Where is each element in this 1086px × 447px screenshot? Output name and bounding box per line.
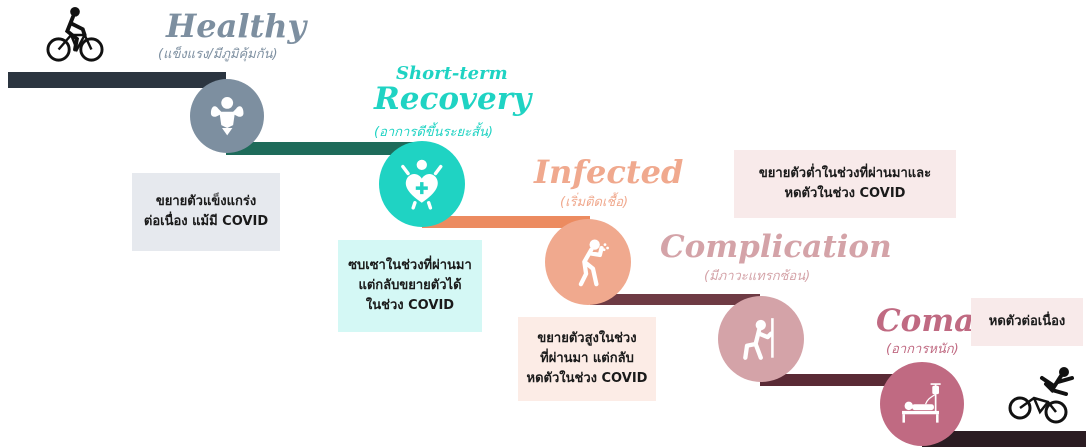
stage-title-complication: Complication <box>660 229 892 265</box>
stage-circle-coma <box>880 362 964 446</box>
stage-subtitle-recovery: (อาการดีขึ้นระยะสั้น) <box>374 125 494 140</box>
kneeling-person-icon <box>743 318 774 361</box>
strongman-icon <box>210 96 244 136</box>
hospital-bed-icon <box>901 382 941 423</box>
stage-circle-healthy <box>190 79 264 153</box>
stage-subtitle-coma: (อาการหนัก) <box>886 342 959 357</box>
stair-bar-complication <box>760 374 922 386</box>
falling-cyclist-icon <box>1006 364 1080 428</box>
stage-subtitle-healthy: (แข็งแรง/มีภูมิคุ้มกัน) <box>158 47 278 62</box>
stage-title-small-recovery: Short-term <box>396 63 508 84</box>
stage-note-healthy-text: ขยายตัวแข็งแกร่ง ต่อเนื่อง แม้มี COVID <box>143 193 269 229</box>
health-heart-icon <box>401 159 443 210</box>
stage-title-recovery: Recovery <box>374 81 532 117</box>
cyclist-icon <box>46 6 104 64</box>
stage-note-coma-text: หดตัวต่อเนื่อง <box>988 313 1066 329</box>
stage-note-complication: ขยายตัวต่ำในช่วงที่ผ่านมาและ หดตัวในช่วง… <box>734 150 956 218</box>
stage-circle-complication <box>718 296 804 382</box>
stair-bar-end <box>922 431 1086 447</box>
stage-circle-infected <box>545 219 631 305</box>
stage-note-complication-text: ขยายตัวต่ำในช่วงที่ผ่านมาและ หดตัวในช่วง… <box>758 165 932 201</box>
stage-circle-recovery <box>379 141 465 227</box>
stage-title-healthy: Healthy <box>166 7 307 45</box>
stage-subtitle-complication: (มีภาวะแทรกซ้อน) <box>704 269 811 284</box>
stair-bar-infected <box>590 294 760 305</box>
stage-note-healthy: ขยายตัวแข็งแกร่ง ต่อเนื่อง แม้มี COVID <box>132 173 280 251</box>
stair-bar-top <box>8 72 226 88</box>
stage-note-recovery: ซบเซาในช่วงที่ผ่านมา แต่กลับขยายตัวได้ ใ… <box>338 240 482 332</box>
stair-bar-healthy <box>226 142 422 155</box>
stage-note-coma: หดตัวต่อเนื่อง <box>971 298 1083 346</box>
stage-title-coma: Coma <box>876 303 975 339</box>
stage-title-infected: Infected <box>534 153 684 191</box>
stair-bar-recovery <box>422 216 590 228</box>
coughing-person-icon <box>578 239 610 287</box>
stage-note-recovery-text: ซบเซาในช่วงที่ผ่านมา แต่กลับขยายตัวได้ ใ… <box>348 257 472 314</box>
stage-subtitle-infected: (เริ่มติดเชื้อ) <box>560 195 629 210</box>
stage-note-infected: ขยายตัวสูงในช่วง ที่ผ่านมา แต่กลับ หดตัว… <box>518 317 656 401</box>
stage-note-infected-text: ขยายตัวสูงในช่วง ที่ผ่านมา แต่กลับ หดตัว… <box>526 330 648 387</box>
